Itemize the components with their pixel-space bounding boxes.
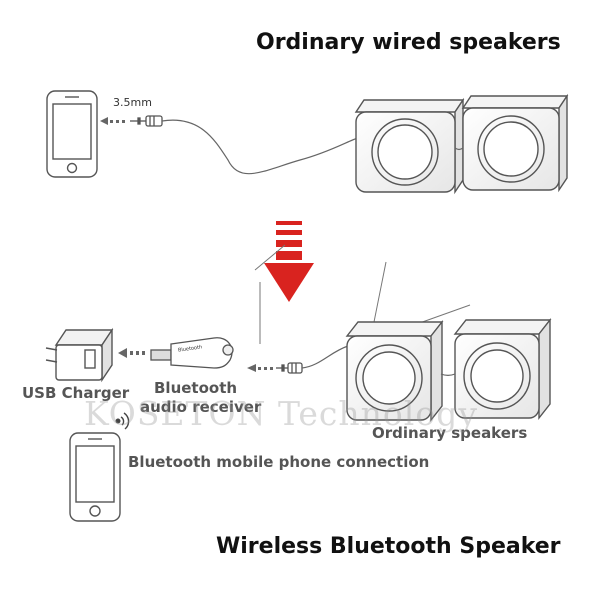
smartphone-icon <box>69 432 121 522</box>
speaker-icon <box>345 319 444 423</box>
audio-cable <box>301 345 349 369</box>
watermark: KOSETON Technology <box>84 394 478 433</box>
bluetooth-label-line2: audio receiver <box>140 398 262 416</box>
down-arrow-icon <box>264 221 314 302</box>
usb-charger-icon <box>45 327 114 383</box>
usb-charger-label: USB Charger <box>22 384 130 402</box>
top-heading: Ordinary wired speakers <box>256 30 561 55</box>
speaker-icon <box>461 93 569 193</box>
jack-size-label: 3.5mm <box>113 96 152 109</box>
left-arrow-icon <box>100 117 125 125</box>
speaker-icon <box>453 317 552 421</box>
ordinary-speakers-label: Ordinary speakers <box>372 424 528 442</box>
phone-connection-label: Bluetooth mobile phone connection <box>128 453 430 471</box>
bluetooth-signal-icon <box>115 412 130 430</box>
speaker-icon <box>354 97 465 195</box>
bluetooth-label-line1: Bluetooth <box>154 379 238 397</box>
smartphone-icon <box>46 90 98 178</box>
audio-jack-icon <box>130 115 163 127</box>
left-arrow-icon <box>118 348 145 358</box>
bluetooth-receiver-icon <box>150 337 234 369</box>
bottom-heading: Wireless Bluetooth Speaker <box>216 534 561 559</box>
left-arrow-icon <box>247 364 273 372</box>
audio-jack-icon <box>276 362 303 374</box>
audio-cable <box>161 119 359 175</box>
